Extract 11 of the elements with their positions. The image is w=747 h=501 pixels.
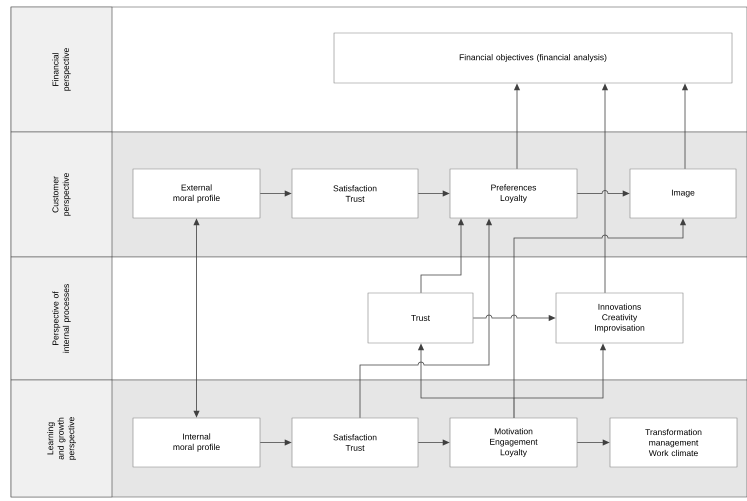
process-box: Image <box>630 168 736 218</box>
process-box: Motivation Engagement Loyalty <box>450 418 578 468</box>
process-box: Trust <box>368 292 474 344</box>
process-box: External moral profile <box>132 168 260 218</box>
process-box: Transformation management Work climate <box>610 418 738 468</box>
process-box: Financial objectives (financial analysis) <box>334 32 732 84</box>
process-box: Innovations Creativity Improvisation <box>556 292 684 344</box>
process-box: Satisfaction Trust <box>292 418 418 468</box>
process-box: Internal moral profile <box>132 418 260 468</box>
process-box: Preferences Loyalty <box>450 168 578 218</box>
process-box: Satisfaction Trust <box>292 168 418 218</box>
